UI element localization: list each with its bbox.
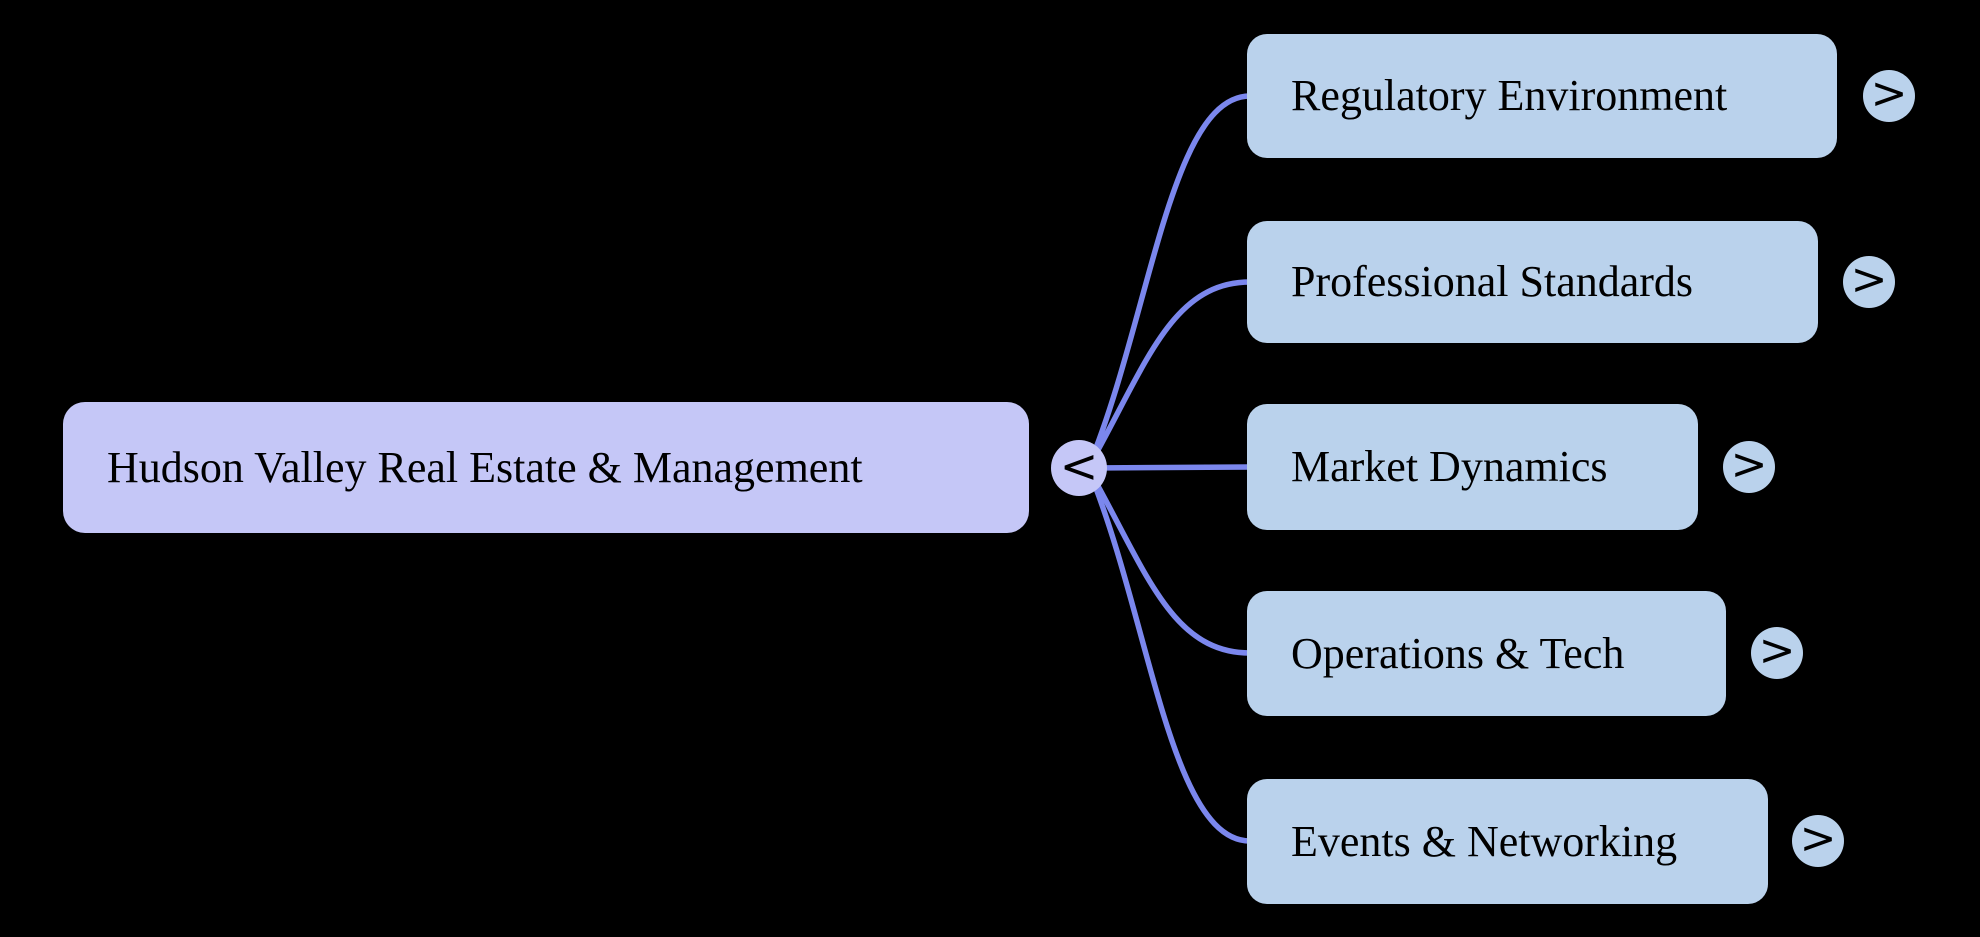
expand-professional-standards-button[interactable]: > xyxy=(1843,256,1895,308)
edge-root-to-operations-tech xyxy=(1085,465,1253,656)
chevron-right-icon: > xyxy=(1870,68,1908,119)
chevron-right-icon: > xyxy=(1758,625,1796,676)
node-label: Professional Standards xyxy=(1291,257,1694,306)
collapse-root-button[interactable]: < xyxy=(1051,440,1107,496)
node-label: Regulatory Environment xyxy=(1291,71,1728,120)
chevron-right-icon: > xyxy=(1799,813,1837,864)
node-events-networking[interactable]: Events & Networking xyxy=(1247,779,1768,904)
edge-root-to-events-networking xyxy=(1085,465,1253,844)
edge-root-to-market-dynamics xyxy=(1085,464,1253,471)
node-hudson-valley-root[interactable]: Hudson Valley Real Estate & Management xyxy=(63,402,1029,533)
expand-events-networking-button[interactable]: > xyxy=(1792,815,1844,867)
expand-operations-tech-button[interactable]: > xyxy=(1751,627,1803,679)
expand-regulatory-environment-button[interactable]: > xyxy=(1863,70,1915,122)
edge-root-to-regulatory-environment xyxy=(1085,93,1253,471)
edge-root-to-professional-standards xyxy=(1085,279,1253,471)
node-professional-standards[interactable]: Professional Standards xyxy=(1247,221,1818,343)
node-label: Market Dynamics xyxy=(1291,442,1608,491)
root-node-label: Hudson Valley Real Estate & Management xyxy=(107,442,863,492)
node-label: Operations & Tech xyxy=(1291,628,1625,678)
chevron-left-icon: < xyxy=(1059,439,1099,493)
chevron-right-icon: > xyxy=(1730,439,1768,490)
node-operations-tech[interactable]: Operations & Tech xyxy=(1247,591,1726,716)
node-regulatory-environment[interactable]: Regulatory Environment xyxy=(1247,34,1837,158)
node-market-dynamics[interactable]: Market Dynamics xyxy=(1247,404,1698,530)
node-label: Events & Networking xyxy=(1291,816,1678,866)
chevron-right-icon: > xyxy=(1850,254,1888,305)
expand-market-dynamics-button[interactable]: > xyxy=(1723,441,1775,493)
